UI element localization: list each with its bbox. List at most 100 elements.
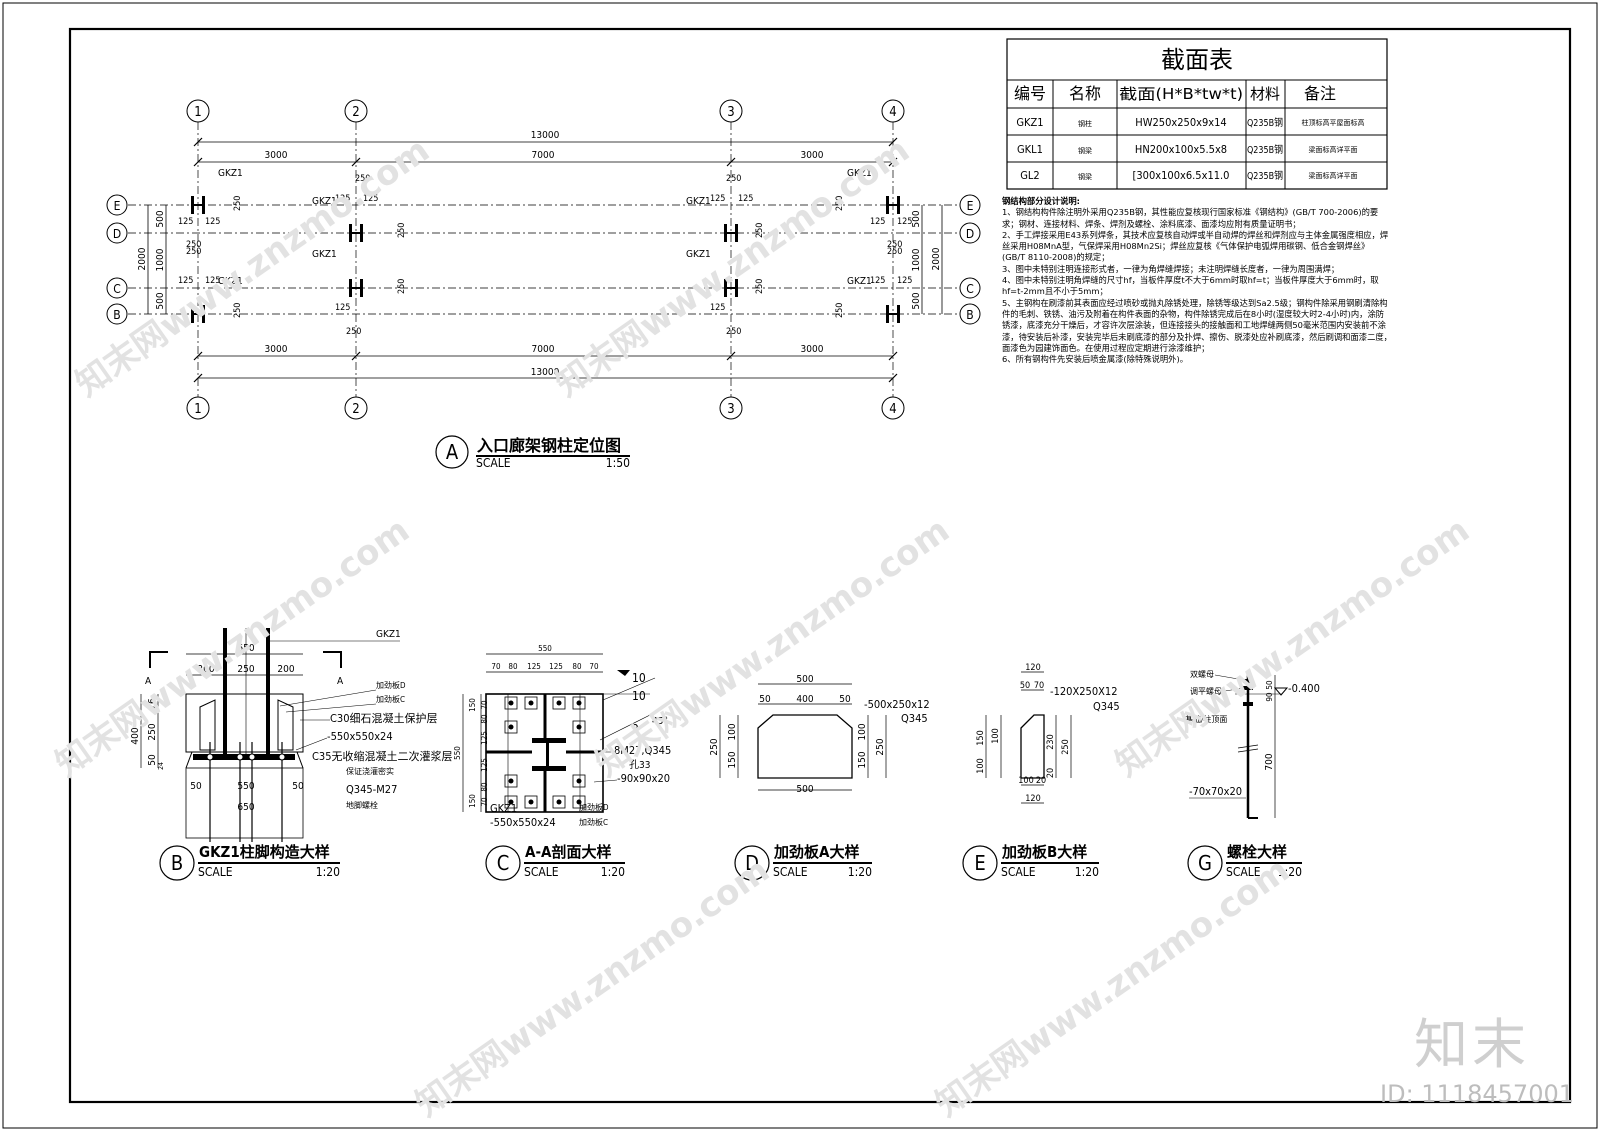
svg-text:入口廊架钢柱定位图: 入口廊架钢柱定位图: [477, 436, 621, 455]
bolt-washer: [524, 696, 538, 710]
svg-text:70: 70: [589, 662, 599, 671]
notes-title: 钢结构部分设计说明:: [1002, 196, 1080, 206]
svg-text:SCALE: SCALE: [1001, 865, 1036, 879]
svg-text:加劲板D: 加劲板D: [579, 802, 609, 812]
svg-text:250: 250: [1061, 739, 1071, 754]
svg-text:E: E: [114, 199, 121, 213]
table-cell: 柱顶标高平屋面标高: [1302, 118, 1365, 127]
svg-text:1:20: 1:20: [316, 865, 340, 879]
svg-text:50: 50: [147, 754, 158, 766]
bolt-washer: [572, 720, 586, 734]
table-header: 材料: [1250, 85, 1280, 103]
svg-text:250: 250: [709, 738, 720, 755]
dim-left: 2000 500 1000 500: [137, 205, 167, 314]
svg-text:250: 250: [755, 279, 765, 294]
svg-text:150: 150: [976, 730, 986, 745]
svg-text:80: 80: [480, 782, 489, 792]
svg-text:7000: 7000: [532, 344, 555, 355]
col-label: GKZ1: [686, 196, 711, 207]
svg-text:150: 150: [468, 794, 477, 808]
detail-marker: E: [974, 851, 985, 875]
anchor-bolts: [504, 696, 586, 809]
bolt-hole: [576, 724, 582, 730]
table-cell: [300x100x6.5x11.0: [1133, 169, 1230, 182]
bolt-washer: [552, 696, 566, 710]
bolt-washer: [524, 795, 538, 809]
detail-marker: G: [1198, 851, 1212, 875]
svg-text:90: 90: [1265, 692, 1274, 702]
svg-text:250: 250: [887, 240, 902, 250]
svg-text:A: A: [145, 676, 152, 687]
note-item: 2、手工焊接采用E43系列焊条，其技术应复核自动焊或半自动焊的焊丝和焊剂应与主体…: [1002, 229, 1389, 263]
svg-text:Q345-M27: Q345-M27: [346, 783, 397, 796]
svg-text:7000: 7000: [532, 150, 555, 161]
bolt-washer: [504, 720, 518, 734]
image-id: ID: 1118457001: [1380, 1080, 1574, 1108]
detail-g: 50 90 700 -0.400 双螺母 调平螺母 基础/柱顶面 -70x70x…: [1185, 669, 1320, 881]
detail-marker: C: [497, 851, 510, 875]
detail-marker: B: [171, 851, 183, 875]
table-title: 截面表: [1161, 46, 1233, 74]
svg-text:250: 250: [726, 327, 741, 337]
svg-text:250: 250: [887, 247, 902, 257]
note-item: 4、图中未特别注明角焊缝的尺寸hf，当板件厚度t不大于6mm时取hf=t；当板件…: [1002, 275, 1379, 297]
bolt-hole: [528, 700, 534, 706]
svg-text:20: 20: [1046, 768, 1056, 778]
svg-text:-70x70x20: -70x70x20: [1189, 785, 1242, 798]
svg-text:80: 80: [480, 714, 489, 724]
svg-text:100: 100: [1018, 776, 1033, 786]
svg-text:500: 500: [796, 784, 813, 795]
axis-4-bottom: 4: [881, 396, 905, 420]
h-column-symbol: [886, 196, 900, 214]
table-cell: GKL1: [1017, 143, 1043, 156]
bolt-washer: [572, 795, 586, 809]
svg-text:3000: 3000: [265, 150, 288, 161]
svg-text:D: D: [966, 227, 974, 241]
detail-b: 650 200 250 200 GKZ1 A A 400 76 250 50 2…: [130, 628, 453, 881]
svg-text:500: 500: [796, 674, 813, 685]
h-column-symbol: [724, 224, 738, 242]
svg-text:50: 50: [1265, 680, 1274, 690]
design-notes: 钢结构部分设计说明: 1、钢结构构件除注明外采用Q235B钢，其性能应复核现行国…: [1002, 196, 1392, 365]
svg-text:70: 70: [480, 797, 489, 807]
svg-text:550: 550: [453, 746, 462, 760]
bolt-hole: [508, 700, 514, 706]
svg-text:地脚螺栓: 地脚螺栓: [346, 800, 378, 810]
bolt-hole: [556, 700, 562, 706]
svg-text:3000: 3000: [801, 150, 824, 161]
table-cell: 钢梁: [1078, 172, 1092, 181]
svg-text:4: 4: [889, 105, 896, 120]
table-cell: GL2: [1020, 169, 1039, 182]
table-header: 备注: [1304, 84, 1336, 103]
svg-text:1000: 1000: [155, 248, 166, 271]
svg-text:E: E: [967, 199, 974, 213]
svg-text:1:50: 1:50: [606, 456, 630, 470]
svg-text:2: 2: [352, 105, 359, 120]
svg-text:C30细石混凝土保护层: C30细石混凝土保护层: [330, 711, 438, 725]
svg-text:2000: 2000: [931, 247, 942, 270]
section-table: 截面表 编号 名称 截面(H*B*tw*t) 材料 备注 GKZ1 钢柱 HW2…: [1006, 38, 1388, 190]
col-label: GKZ1: [490, 802, 517, 815]
table-cell: 钢梁: [1078, 146, 1092, 155]
plan-a: 1 2 3 4 1 2 3 4 E D C B E D C B 13000 30…: [106, 99, 981, 470]
axis-c-right: C: [959, 277, 981, 299]
svg-text:C: C: [113, 282, 121, 296]
table-cell: 梁面标高详平面: [1309, 171, 1358, 180]
svg-text:3000: 3000: [801, 344, 824, 355]
svg-text:125: 125: [178, 217, 193, 227]
svg-text:250: 250: [233, 196, 243, 211]
bolt-hole: [556, 799, 562, 805]
svg-text:120: 120: [1025, 794, 1040, 804]
svg-text:550: 550: [237, 781, 254, 792]
svg-text:-0.400: -0.400: [1288, 682, 1320, 695]
svg-text:SCALE: SCALE: [476, 456, 511, 470]
svg-text:3: 3: [727, 105, 734, 120]
axis-e-right: E: [959, 194, 981, 216]
svg-text:500: 500: [911, 292, 922, 309]
svg-text:50: 50: [1020, 681, 1030, 691]
svg-text:150: 150: [727, 751, 738, 768]
svg-text:250: 250: [346, 327, 361, 337]
svg-text:500: 500: [911, 210, 922, 227]
